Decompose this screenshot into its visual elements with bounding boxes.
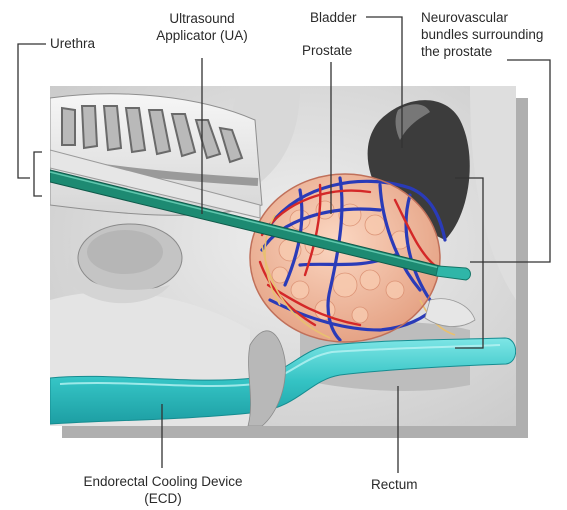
label-nvb-line1: Neurovascular bbox=[421, 9, 543, 26]
label-bladder: Bladder bbox=[310, 9, 357, 26]
label-rectum: Rectum bbox=[371, 476, 418, 493]
label-nvb-line3: the prostate bbox=[421, 43, 543, 60]
label-prostate: Prostate bbox=[302, 42, 352, 59]
grey-organ-inner bbox=[87, 230, 163, 274]
label-ultrasound-applicator: Ultrasound Applicator (UA) bbox=[140, 10, 264, 44]
urethra-leader bbox=[18, 44, 46, 178]
urethra-bracket bbox=[34, 152, 42, 196]
label-ecd-line1: Endorectal Cooling Device bbox=[58, 473, 268, 490]
label-endorectal-cooling-device: Endorectal Cooling Device (ECD) bbox=[58, 473, 268, 507]
label-nvb-line2: bundles surrounding bbox=[421, 26, 543, 43]
label-neurovascular-bundles: Neurovascular bundles surrounding the pr… bbox=[421, 9, 543, 60]
label-urethra: Urethra bbox=[50, 35, 95, 52]
label-ua-line2: Applicator (UA) bbox=[140, 27, 264, 44]
label-ecd-line2: (ECD) bbox=[58, 490, 268, 507]
label-ua-line1: Ultrasound bbox=[140, 10, 264, 27]
anatomy-render bbox=[50, 86, 516, 426]
